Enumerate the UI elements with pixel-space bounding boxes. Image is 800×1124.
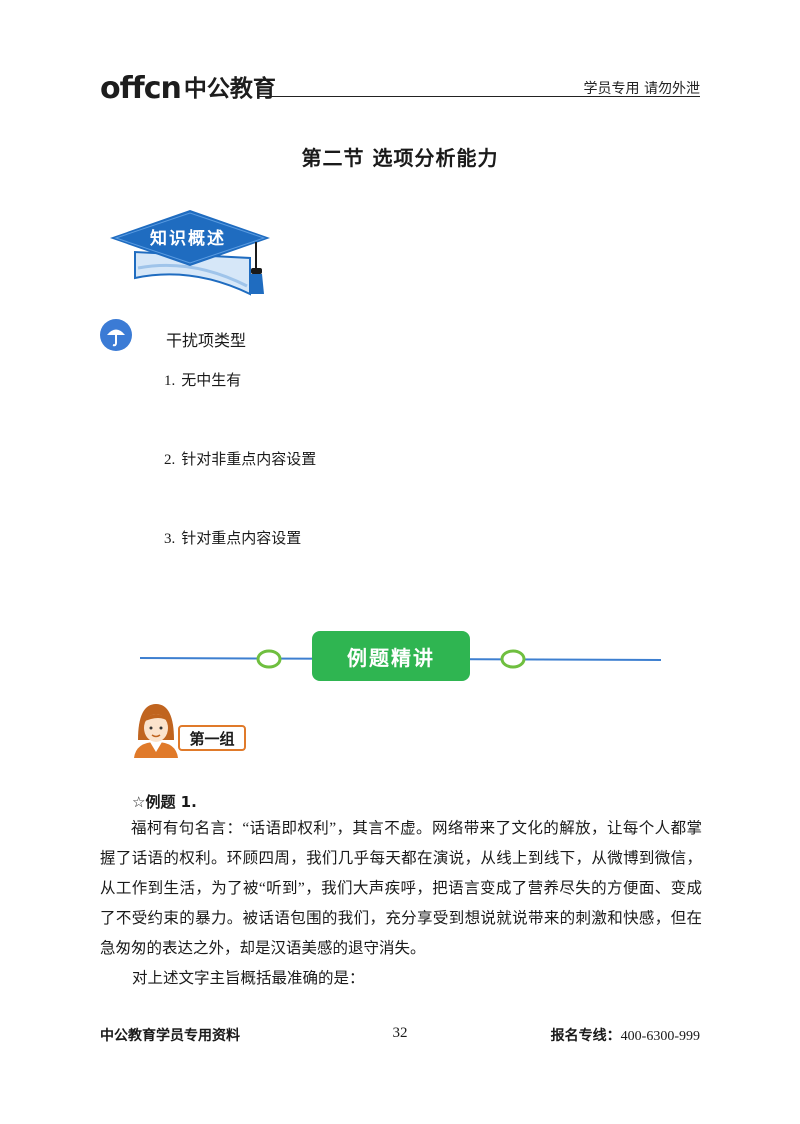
list-item-number: 1. (164, 373, 176, 389)
example-question: 对上述文字主旨概括最准确的是： (132, 970, 365, 987)
example-banner: 例题精讲 (312, 631, 470, 681)
hotline-label: 报名专线： (550, 1028, 621, 1044)
umbrella-icon (100, 319, 132, 351)
hotline-number: 400-6300-999 (620, 1029, 700, 1044)
topic-heading: 干扰项类型 (166, 331, 247, 350)
list-item: 3. 针对重点内容设置 (164, 527, 301, 548)
page-title: 第二节 选项分析能力 (301, 146, 499, 170)
header-divider (258, 96, 700, 97)
teacher-avatar-icon (134, 704, 178, 758)
example-paragraph: 福柯有句名言：“话语即权利”，其言不虚。网络带来了文化的解放，让每个人都掌握了话… (100, 820, 702, 957)
list-item-text: 针对非重点内容设置 (181, 450, 317, 468)
list-item: 2. 针对非重点内容设置 (164, 448, 316, 469)
list-item-text: 针对重点内容设置 (181, 529, 302, 547)
overview-label: 知识概述 (150, 229, 226, 249)
graduation-cap-icon (110, 210, 270, 296)
group-label: 第一组 (178, 725, 246, 751)
footer-left-text: 中公教育学员专用资料 (100, 1028, 240, 1044)
logo-chinese-text: 中公教育 (183, 76, 276, 102)
page-number: 32 (392, 1025, 408, 1041)
logo-latin-text: offcn (100, 71, 182, 106)
footer-hotline: 报名专线：400-6300-999 (551, 1025, 700, 1045)
list-item-number: 3. (164, 531, 176, 547)
list-item-text: 无中生有 (181, 371, 242, 389)
example-title: ☆例题 1. (132, 793, 197, 811)
list-item: 1. 无中生有 (164, 369, 241, 390)
offcn-logo: offcn 中公教育 (100, 64, 276, 104)
list-item-number: 2. (164, 452, 176, 468)
header-note: 学员专用 请勿外泄 (583, 81, 700, 97)
